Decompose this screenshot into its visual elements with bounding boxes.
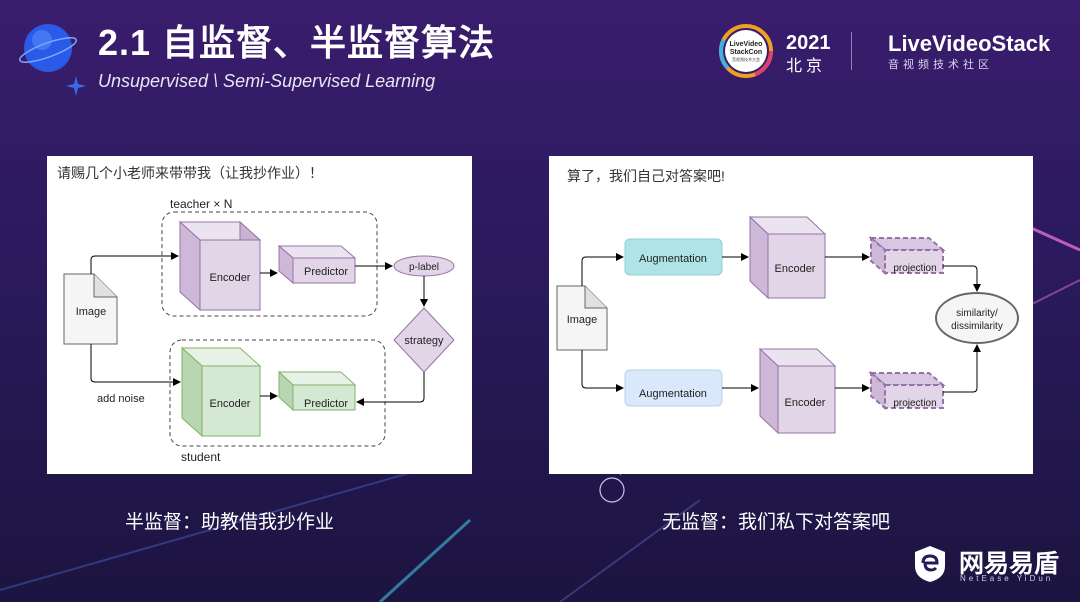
teacher-label: teacher × N [170,197,232,211]
netease-yidun-brand: 网易易盾 [959,550,1060,578]
livevideostack-subtitle: 音视频技术社区 [888,59,993,71]
teacher-predictor-block [277,244,357,285]
student-encoder-label: Encoder [210,398,251,410]
aug-bottom-label: Augmentation [639,388,707,400]
student-label: student [181,450,221,464]
conference-logo: LiveVideo StackCon 音视频技术大会 [719,24,773,78]
left-connectors [90,252,428,406]
proj-top-label: projection [893,263,936,274]
conference-city: 北京 [786,58,827,75]
unsupervised-diagram: 算了，我们自己对答案吧! Image Augmentation Augmenta… [549,156,1033,474]
enc-bottom-label: Encoder [785,397,826,409]
teacher-encoder-label: Encoder [210,272,251,284]
teacher-encoder-block [178,220,262,312]
right-image-document-icon [556,285,608,351]
livevideostack-brand: LiveVideoStack [888,31,1051,56]
left-heading: 请赐几个小老师来带带我（让我抄作业）！ [57,165,323,181]
student-predictor-label: Predictor [304,398,348,410]
header-divider [851,32,852,70]
enc-top-label: Encoder [775,263,816,275]
student-encoder-block [180,346,262,438]
proj-bottom-label: projection [893,398,936,409]
teacher-predictor-label: Predictor [304,266,348,278]
planet-icon [18,24,78,72]
right-heading: 算了，我们自己对答案吧! [567,168,725,184]
right-image-label: Image [567,314,598,326]
page-title: 2.1 自监督、半监督算法 [98,22,496,63]
similarity-node [935,292,1019,344]
semi-supervised-diagram: 请赐几个小老师来带带我（让我抄作业）！ teacher × N student … [47,156,472,474]
projection-bottom-block [868,370,946,411]
right-connectors [581,253,981,393]
student-predictor-block [277,370,357,412]
logo-text-2: StackCon [730,49,762,56]
projection-top-block [868,235,946,276]
aug-top-label: Augmentation [639,253,707,265]
plabel-label: p-label [409,262,439,273]
encoder-bottom-block [758,347,837,435]
similarity-label-2: dissimilarity [951,321,1003,332]
image-document-icon [63,273,118,345]
left-caption: 半监督：助教借我抄作业 [125,512,335,533]
student-group-box [169,339,386,447]
conference-year: 2021 [786,32,831,54]
netease-yidun-logo-icon [915,546,945,582]
right-caption: 无监督：我们私下对答案吧 [662,512,891,533]
page-subtitle: Unsupervised \ Semi-Supervised Learning [98,71,436,91]
sparkle-icon [66,76,86,96]
netease-yidun-subtitle: NetEase YiDun [960,574,1054,583]
similarity-label-1: similarity/ [956,308,998,319]
encoder-top-block [748,215,827,300]
strategy-label: strategy [404,335,444,347]
logo-text-1: LiveVideo [730,41,763,48]
add-noise-label: add noise [97,393,145,405]
logo-text-3: 音视频技术大会 [732,56,760,62]
image-label: Image [76,306,107,318]
